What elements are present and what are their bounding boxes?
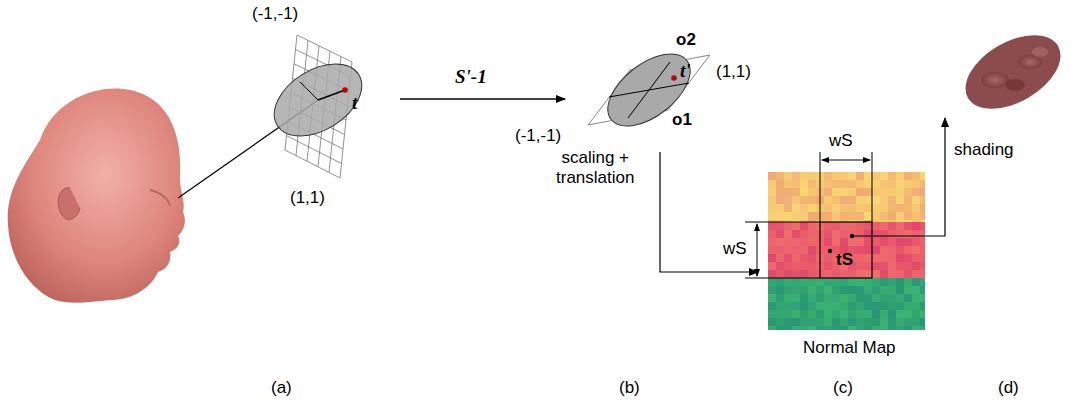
coordinate-label: (-1,-1): [252, 4, 298, 24]
transform-label: S'-1: [455, 66, 487, 88]
axis-label: o2: [676, 30, 696, 50]
point-label: t: [352, 92, 357, 114]
coordinate-label: (1,1): [716, 62, 751, 82]
width-label: wS: [829, 131, 853, 151]
panel-label: (c): [833, 378, 853, 398]
shaded-splat: [953, 20, 1073, 124]
panel-label: (a): [271, 378, 292, 398]
point-t: [342, 87, 348, 93]
panel-label: (d): [998, 378, 1019, 398]
point-label: t': [680, 60, 691, 82]
step-label: shading: [954, 140, 1014, 160]
unit-ellipse: [595, 40, 703, 140]
head-model: [8, 89, 185, 303]
splat-ellipse: [261, 49, 374, 151]
panel-label: (b): [619, 378, 640, 398]
width-label: wS: [723, 239, 747, 259]
coordinate-label: (-1,-1): [515, 126, 561, 146]
axis-label: o1: [672, 110, 692, 130]
normal-map: [768, 172, 925, 330]
point-label: tS: [836, 250, 853, 270]
step-label: scaling + translation: [556, 148, 634, 187]
coordinate-label: (1,1): [290, 188, 325, 208]
map-title: Normal Map: [803, 338, 896, 358]
